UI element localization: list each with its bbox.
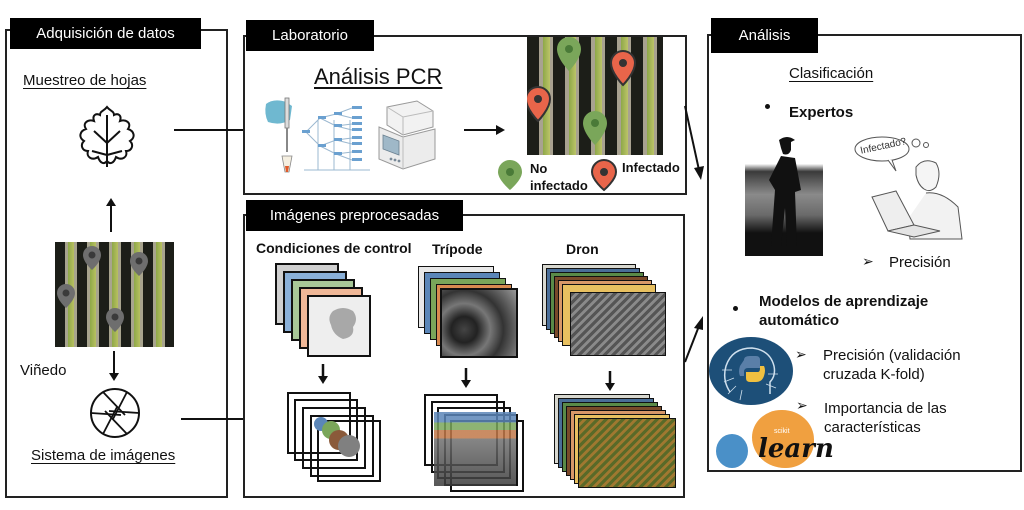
ml-metric-1-arrow-icon: ➢ — [795, 346, 807, 362]
ml-label-line2: automático — [759, 312, 840, 329]
analysis-header: Análisis — [711, 18, 818, 53]
tripod-segmented-stack — [424, 394, 528, 494]
arrow-down-control — [318, 364, 328, 384]
column-label-tripod: Trípode — [432, 241, 483, 257]
experts-bullet — [765, 104, 770, 109]
column-label-drone: Dron — [566, 241, 599, 257]
healthy-pin-icon — [583, 111, 607, 145]
map-pin-icon — [57, 284, 75, 308]
laboratory-header: Laboratorio — [246, 20, 374, 51]
map-pin-icon — [83, 246, 101, 270]
arrow-pcr-to-map — [464, 125, 505, 135]
ml-metric-1-line1: Precisión (validación — [823, 347, 961, 364]
ml-label: Modelos de aprendizaje automático — [759, 292, 928, 330]
legend-healthy-line2: infectado — [530, 178, 588, 193]
drone-image-stack — [542, 264, 672, 360]
infected-pin-icon — [527, 85, 552, 123]
arrow-down-vineyard-to-camera — [109, 351, 119, 381]
legend-healthy-pin-icon — [498, 160, 522, 190]
legend-infected-pin-icon — [590, 158, 618, 192]
pipette-icon — [265, 97, 293, 173]
grape-leaf-icon — [79, 105, 135, 167]
ml-metric-1-line2: cruzada K-fold) — [823, 366, 925, 383]
scikit-learn-logo: scikit learn — [716, 410, 834, 470]
control-segmented-stack — [287, 392, 387, 484]
thinking-expert-with-laptop-icon — [854, 136, 963, 240]
control-image-stack — [275, 263, 375, 359]
leaf-sampling-label: Muestreo de hojas — [23, 72, 147, 89]
legend-infected-label: Infectado — [622, 160, 680, 175]
experts-metric-arrow-icon: ➢ — [862, 253, 874, 269]
experts-label: Expertos — [789, 104, 854, 121]
preprocessed-header: Imágenes preprocesadas — [246, 200, 463, 231]
tripod-image-stack — [418, 266, 522, 362]
legend-healthy-line1: No — [530, 161, 548, 176]
healthy-pin-icon — [557, 37, 581, 71]
camera-aperture-icon — [90, 388, 140, 438]
arrow-lab-to-analysis — [684, 105, 704, 180]
imaging-system-label: Sistema de imágenes — [31, 447, 176, 464]
ml-metric-2: Importancia de las características — [824, 399, 947, 437]
learn-text: learn — [758, 434, 834, 464]
ml-metric-2-line1: Importancia de las — [824, 400, 947, 417]
ml-metric-2-line2: características — [824, 419, 921, 436]
vineyard-aerial-image — [55, 242, 174, 347]
scikit-small-text: scikit — [774, 428, 790, 435]
acquisition-header: Adquisición de datos — [10, 18, 201, 49]
python-ai-head-logo — [709, 337, 793, 405]
dilution-tree-diagram — [302, 106, 370, 171]
column-label-control: Condiciones de control — [256, 240, 412, 256]
field-expert-image — [745, 128, 823, 256]
vineyard-label: Viñedo — [20, 362, 67, 379]
vineyard-classified-image — [527, 37, 663, 155]
ml-metric-2-arrow-icon: ➢ — [796, 397, 808, 413]
ml-bullet — [733, 306, 738, 311]
pcr-title: Análisis PCR — [314, 64, 443, 89]
legend-healthy-label: No infectado — [530, 160, 588, 194]
map-pin-icon — [130, 252, 148, 276]
arrow-down-drone — [605, 371, 615, 391]
experts-metric-label: Precisión — [889, 254, 951, 271]
ml-metric-1: Precisión (validación cruzada K-fold) — [823, 346, 961, 384]
arrow-down-tripod — [461, 368, 471, 388]
arrow-up-vineyard-to-leaf — [106, 198, 116, 232]
infected-pin-icon — [609, 49, 637, 87]
arrow-preprocessed-to-analysis — [684, 316, 703, 363]
ml-label-line1: Modelos de aprendizaje — [759, 293, 929, 310]
classification-heading: Clasificación — [789, 65, 874, 82]
map-pin-icon — [106, 308, 124, 332]
pcr-thermocycler-icon — [378, 100, 436, 170]
drone-segmented-stack — [554, 394, 684, 492]
